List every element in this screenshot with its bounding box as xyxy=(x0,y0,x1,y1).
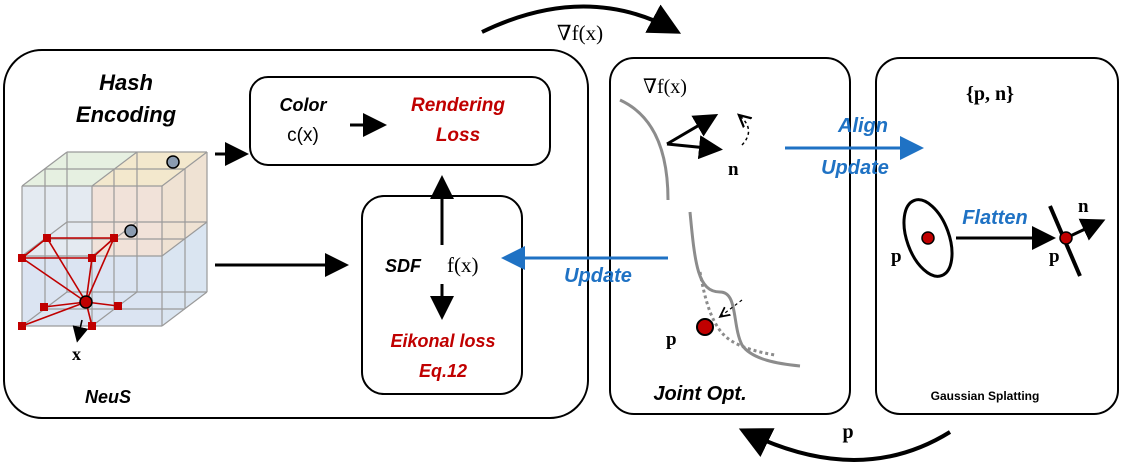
gaussian-splatting-label: Gaussian Splatting xyxy=(931,389,1040,403)
color-rendering-box xyxy=(249,76,551,166)
hash-encoding-title: Hash xyxy=(99,70,153,95)
surface-curve-bottom xyxy=(688,211,801,368)
joint-normal-label: n xyxy=(728,159,739,180)
joint-point xyxy=(696,318,714,336)
surface-curve-top xyxy=(619,98,670,201)
point-normal-set-label: {p, n} xyxy=(966,83,1014,105)
joint-point-label: p xyxy=(666,329,677,350)
gs-normal-label: n xyxy=(1078,196,1089,217)
projection-arrow xyxy=(721,299,743,316)
joint-opt-label: Joint Opt. xyxy=(653,383,746,405)
eikonal-loss-label: Eikonal loss xyxy=(390,331,495,351)
gradient-arrow xyxy=(666,113,719,146)
color-function: c(x) xyxy=(287,125,319,146)
joint-opt-panel xyxy=(609,57,851,415)
normal-arrow xyxy=(666,135,723,160)
sdf-function: f(x) xyxy=(447,253,478,277)
update-left-label: Update xyxy=(564,265,632,287)
top-gradient-label: ∇f(x) xyxy=(557,21,603,45)
flatten-label: Flatten xyxy=(962,207,1028,229)
gaussian-ellipse xyxy=(902,198,954,278)
bottom-p-label: p xyxy=(842,421,853,443)
top-curved-arrow xyxy=(481,4,682,34)
color-label: Color xyxy=(280,95,328,115)
bottom-curved-arrow xyxy=(738,428,952,462)
update-right-label: Update xyxy=(821,157,889,179)
gaussian-center xyxy=(921,231,935,245)
hash-encoding-title-2: Encoding xyxy=(76,102,177,127)
neus-label: NeuS xyxy=(85,387,131,407)
joint-gradient-label: ∇f(x) xyxy=(643,76,687,98)
neus-panel xyxy=(3,49,589,419)
hash-grid-cube xyxy=(18,151,208,343)
rendering-loss-label-2: Loss xyxy=(436,125,480,146)
sdf-prefix: SDF xyxy=(385,256,422,276)
rendering-loss-label: Rendering xyxy=(411,95,505,116)
eikonal-eq-label: Eq.12 xyxy=(419,361,467,381)
align-label: Align xyxy=(837,115,888,137)
x-symbol: x xyxy=(72,344,81,364)
gaussian-point-label-right: p xyxy=(1049,246,1060,267)
surface-curve-dotted xyxy=(698,271,776,357)
gaussian-splatting-panel xyxy=(875,57,1119,415)
rotation-dashed-arrow xyxy=(740,116,749,146)
flat-gaussian-center xyxy=(1059,231,1073,245)
gaussian-point-label-left: p xyxy=(891,246,902,267)
